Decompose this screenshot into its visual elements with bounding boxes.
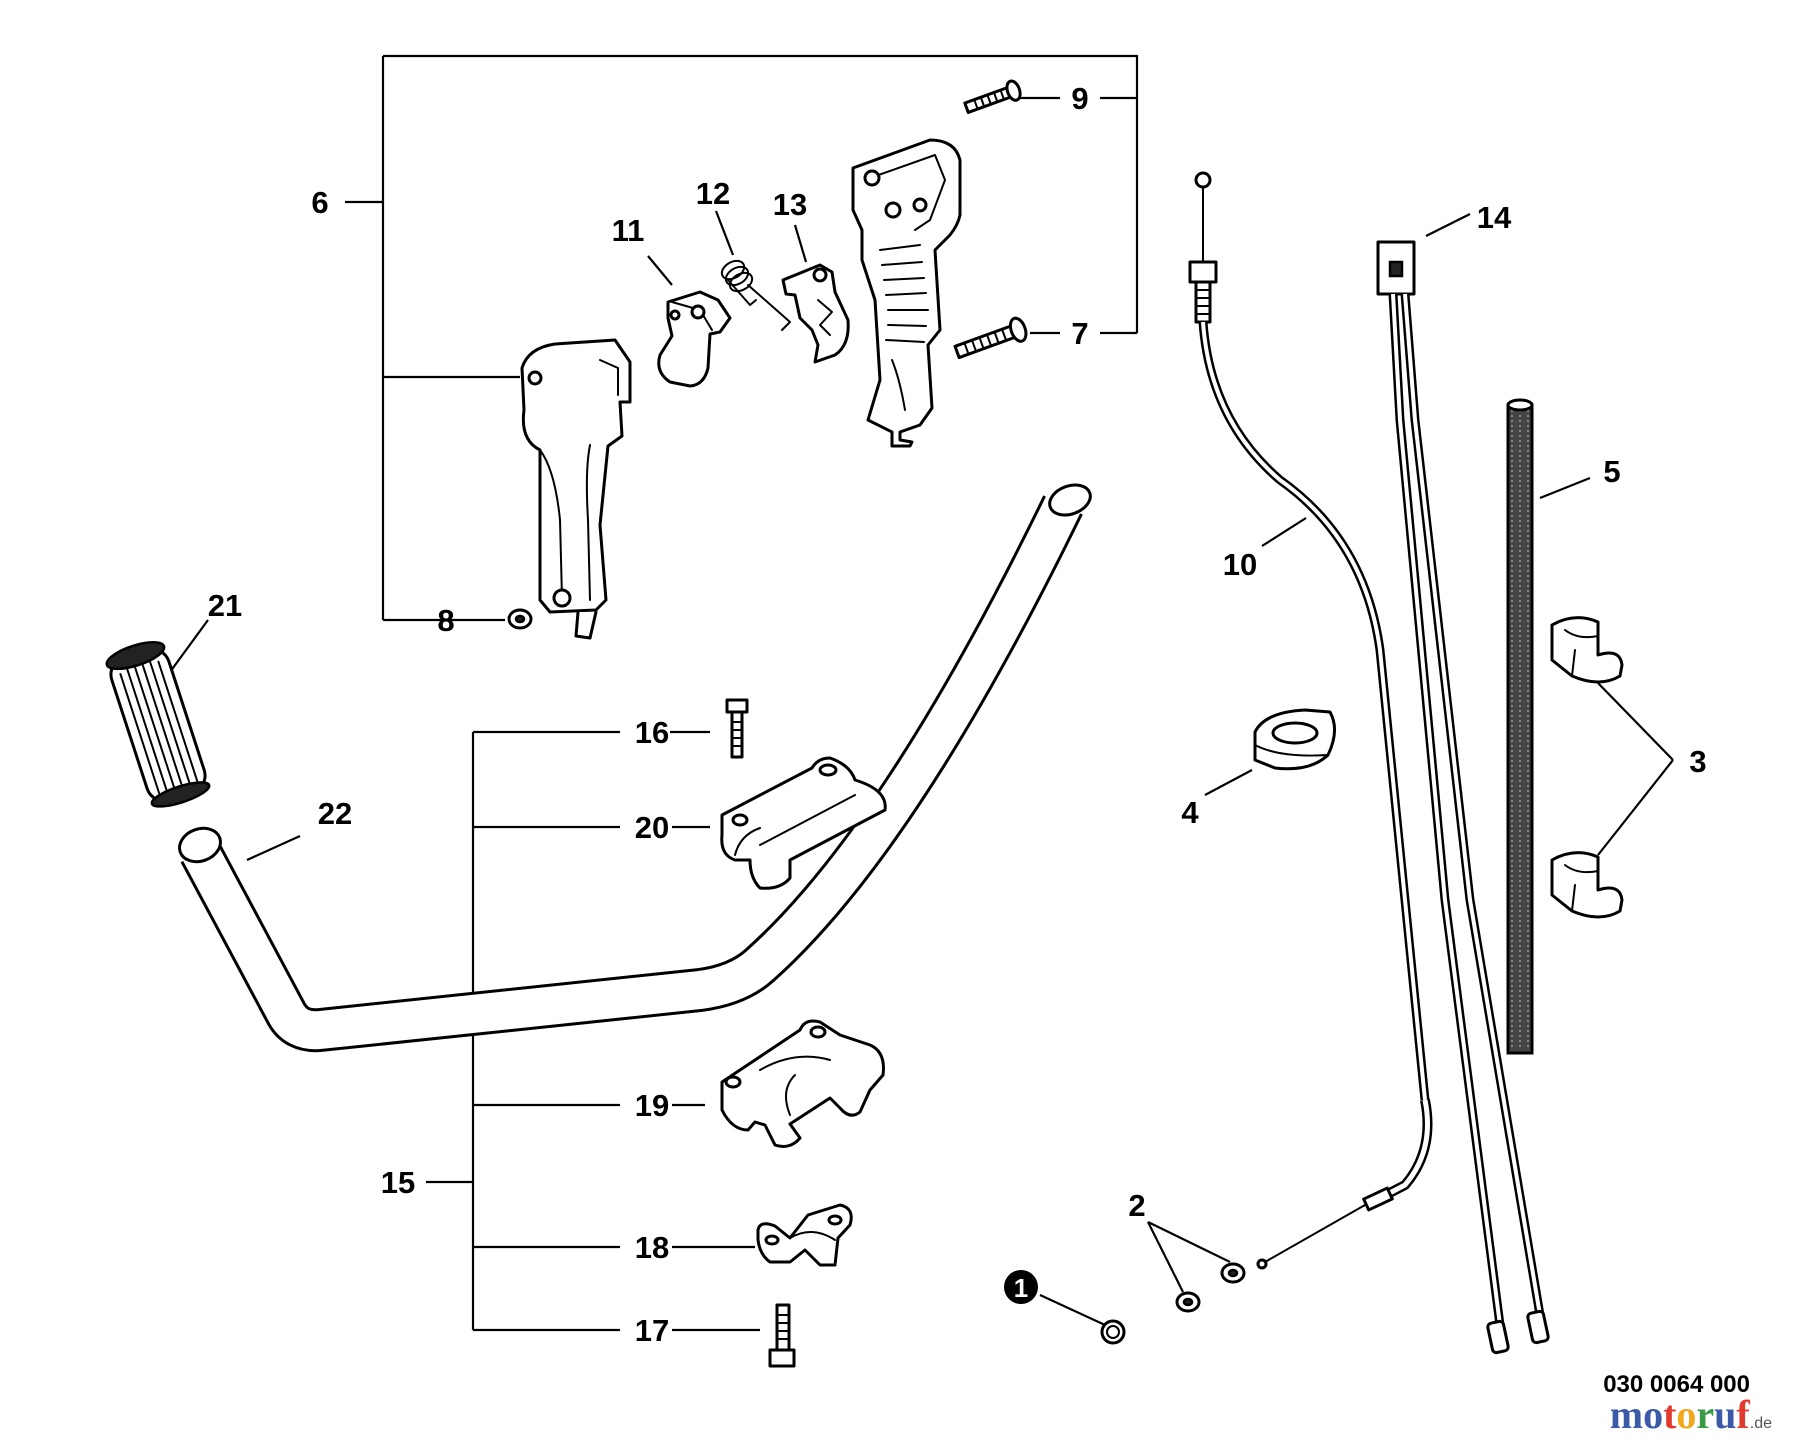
label-11: 11 (612, 213, 645, 248)
watermark-suffix: .de (1749, 1415, 1772, 1432)
label-8: 8 (437, 603, 454, 638)
label-13: 13 (773, 187, 807, 222)
screw-7 (953, 316, 1028, 360)
label-4: 4 (1181, 795, 1199, 830)
label-18: 18 (635, 1230, 669, 1265)
label-10: 10 (1223, 547, 1257, 582)
label-3: 3 (1689, 744, 1706, 779)
cable-saddle (1253, 708, 1336, 771)
watermark-letter: m (1609, 1392, 1644, 1437)
watermark-letter: r (1696, 1392, 1715, 1437)
clamp-plate-18 (756, 1203, 853, 1267)
clamp-lower-19 (720, 1019, 885, 1148)
part-number: 030 0064 000 (1603, 1371, 1750, 1398)
label-12: 12 (696, 176, 730, 211)
cable-clip-upper (1550, 616, 1624, 684)
label-2: 2 (1128, 1188, 1145, 1223)
throttle-lockout-part (657, 290, 732, 388)
clamp-upper-20 (720, 756, 887, 890)
label-17: 17 (635, 1313, 669, 1348)
torsion-spring (720, 259, 791, 331)
watermark-logo: motoruf.de (1610, 1391, 1772, 1438)
label-16: 16 (635, 715, 669, 750)
label-20: 20 (635, 810, 669, 845)
label-9: 9 (1071, 81, 1088, 116)
watermark-letter: u (1714, 1392, 1737, 1437)
label-1: 1 (1014, 1273, 1028, 1303)
label-14: 14 (1477, 200, 1512, 235)
label-19: 19 (635, 1088, 669, 1123)
bolt-17 (768, 1303, 796, 1368)
watermark-letter: o (1643, 1392, 1664, 1437)
watermark-letter: t (1663, 1392, 1677, 1437)
label-15: 15 (381, 1165, 415, 1200)
callout-labels: 6 9 7 8 11 12 13 14 10 5 4 3 2 21 22 16 … (208, 81, 1707, 1348)
handle-housing-right (851, 138, 962, 448)
watermark-letter: f (1736, 1392, 1750, 1437)
stop-switch-cable (1376, 240, 1550, 1355)
label-6: 6 (311, 185, 328, 220)
bolt-16 (725, 698, 749, 759)
screw-9 (963, 79, 1022, 114)
nut-8 (507, 608, 533, 630)
throttle-trigger (781, 263, 850, 364)
cable-clip-lower (1550, 851, 1624, 919)
rubber-grip (105, 641, 211, 808)
label-22: 22 (318, 796, 352, 831)
watermark-letter: o (1676, 1392, 1697, 1437)
label-1-badge: 1 (1004, 1270, 1038, 1304)
handle-housing-left (520, 338, 632, 640)
corrugated-tube (1506, 398, 1534, 1055)
nuts-2 (1175, 1262, 1246, 1313)
handlebar-tube (178, 483, 1092, 1053)
ring-1 (1100, 1319, 1126, 1345)
label-21: 21 (208, 588, 242, 623)
throttle-cable (1188, 171, 1433, 1270)
label-5: 5 (1603, 454, 1620, 489)
label-7: 7 (1071, 316, 1088, 351)
